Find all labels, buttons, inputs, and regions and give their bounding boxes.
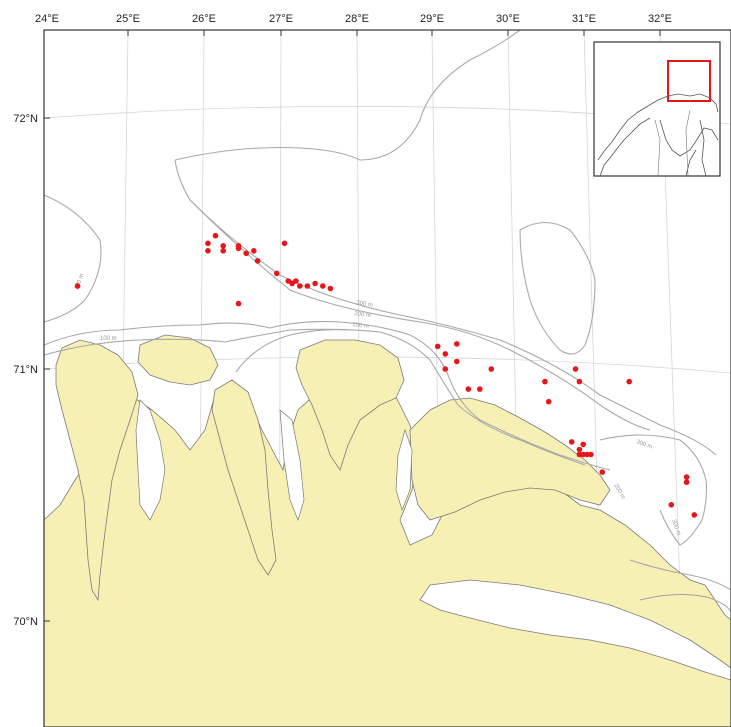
- sample-site-marker: [584, 451, 590, 458]
- longitude-labels: 24°E 25°E 26°E 27°E 28°E 29°E 30°E 31°E …: [35, 13, 672, 25]
- lon-label-28: 28°E: [345, 13, 369, 25]
- varanger-peninsula: [409, 397, 611, 521]
- sample-site-marker: [251, 248, 257, 254]
- map-frame: [43, 29, 731, 727]
- sample-site-marker: [304, 283, 311, 289]
- sample-site-marker: [243, 250, 249, 257]
- contour-label-200: 200 m: [354, 311, 371, 319]
- longitude-ticks: [127, 30, 661, 36]
- sample-site-marker: [434, 343, 441, 350]
- inset-map: [593, 41, 721, 177]
- sample-site-marker: [465, 386, 472, 392]
- sample-site-marker: [312, 280, 318, 287]
- sample-site-marker: [281, 240, 288, 247]
- sample-site-marker: [442, 351, 449, 357]
- sample-site-marker: [599, 469, 606, 475]
- sample-site-marker: [293, 278, 299, 284]
- sample-site-marker: [297, 283, 303, 289]
- lat-label-70: 70°N: [13, 616, 38, 628]
- depth-contours: [43, 29, 731, 613]
- western-peninsula: [55, 339, 139, 602]
- inset-borders: [654, 109, 691, 177]
- lon-label-29: 29°E: [420, 13, 444, 25]
- sample-site-marker: [254, 258, 261, 264]
- nordkinn-peninsula: [295, 339, 405, 471]
- sample-site-marker: [580, 441, 586, 448]
- sample-site-marker: [683, 479, 690, 486]
- contour-label-100-west: 100 m: [100, 336, 117, 342]
- contour-label-300-far-east: 300 m: [670, 519, 681, 537]
- sample-site-marker: [205, 240, 211, 247]
- sample-site-marker: [588, 451, 594, 458]
- lat-label-72: 72°N: [13, 113, 38, 125]
- lon-label-30: 30°E: [496, 13, 520, 25]
- contour-label-200-west: 200 m: [74, 273, 85, 291]
- sample-site-marker: [668, 502, 675, 508]
- sample-site-marker: [572, 366, 579, 372]
- inset-frame: [593, 41, 721, 177]
- lon-label-32: 32°E: [648, 13, 672, 25]
- lat-label-71: 71°N: [13, 364, 38, 376]
- contour-label-300: 300 m: [356, 300, 373, 309]
- sample-site-marker: [212, 232, 219, 239]
- north-cape-island: [137, 334, 219, 386]
- sample-site-marker: [454, 341, 460, 347]
- sample-site-marker: [205, 248, 211, 254]
- sample-site-marker: [327, 285, 334, 292]
- contour-label-100: 100 m: [352, 322, 369, 330]
- contour-label-300-east: 300 m: [635, 439, 653, 450]
- mainland-coast: [43, 379, 731, 727]
- sample-site-marker: [568, 439, 575, 445]
- inner-fjords: [135, 399, 413, 522]
- sample-site-marker: [545, 398, 552, 405]
- lon-label-24: 24°E: [35, 13, 59, 25]
- sample-site-marker: [74, 283, 81, 289]
- sample-sites: [74, 232, 698, 518]
- sample-site-marker: [683, 474, 690, 480]
- sample-site-marker: [442, 366, 449, 372]
- lon-label-26: 26°E: [192, 13, 216, 25]
- sample-site-marker: [235, 300, 242, 307]
- sample-site-marker: [454, 358, 460, 365]
- lon-label-27: 27°E: [269, 13, 293, 25]
- sample-site-marker: [626, 378, 632, 385]
- sample-site-marker: [220, 248, 226, 254]
- sample-site-marker: [220, 243, 226, 249]
- latitude-labels: 72°N 71°N 70°N: [13, 113, 38, 628]
- latitude-ticks: [44, 117, 50, 622]
- sample-site-marker: [488, 366, 495, 372]
- sample-site-marker: [691, 512, 698, 518]
- sample-site-marker: [235, 245, 242, 252]
- sample-site-marker: [576, 378, 583, 385]
- middle-peninsula: [211, 379, 277, 576]
- lon-label-25: 25°E: [116, 13, 140, 25]
- sample-site-marker: [542, 378, 548, 385]
- varanger-fjord: [419, 579, 731, 681]
- land-masses: [43, 334, 731, 727]
- inset-coastline: [597, 93, 719, 177]
- inset-highlight-box: [667, 60, 711, 102]
- sample-site-marker: [477, 386, 483, 392]
- sample-site-marker: [274, 270, 280, 277]
- lon-label-31: 31°E: [572, 13, 596, 25]
- sample-site-marker: [576, 446, 583, 453]
- sample-site-marker: [320, 283, 326, 289]
